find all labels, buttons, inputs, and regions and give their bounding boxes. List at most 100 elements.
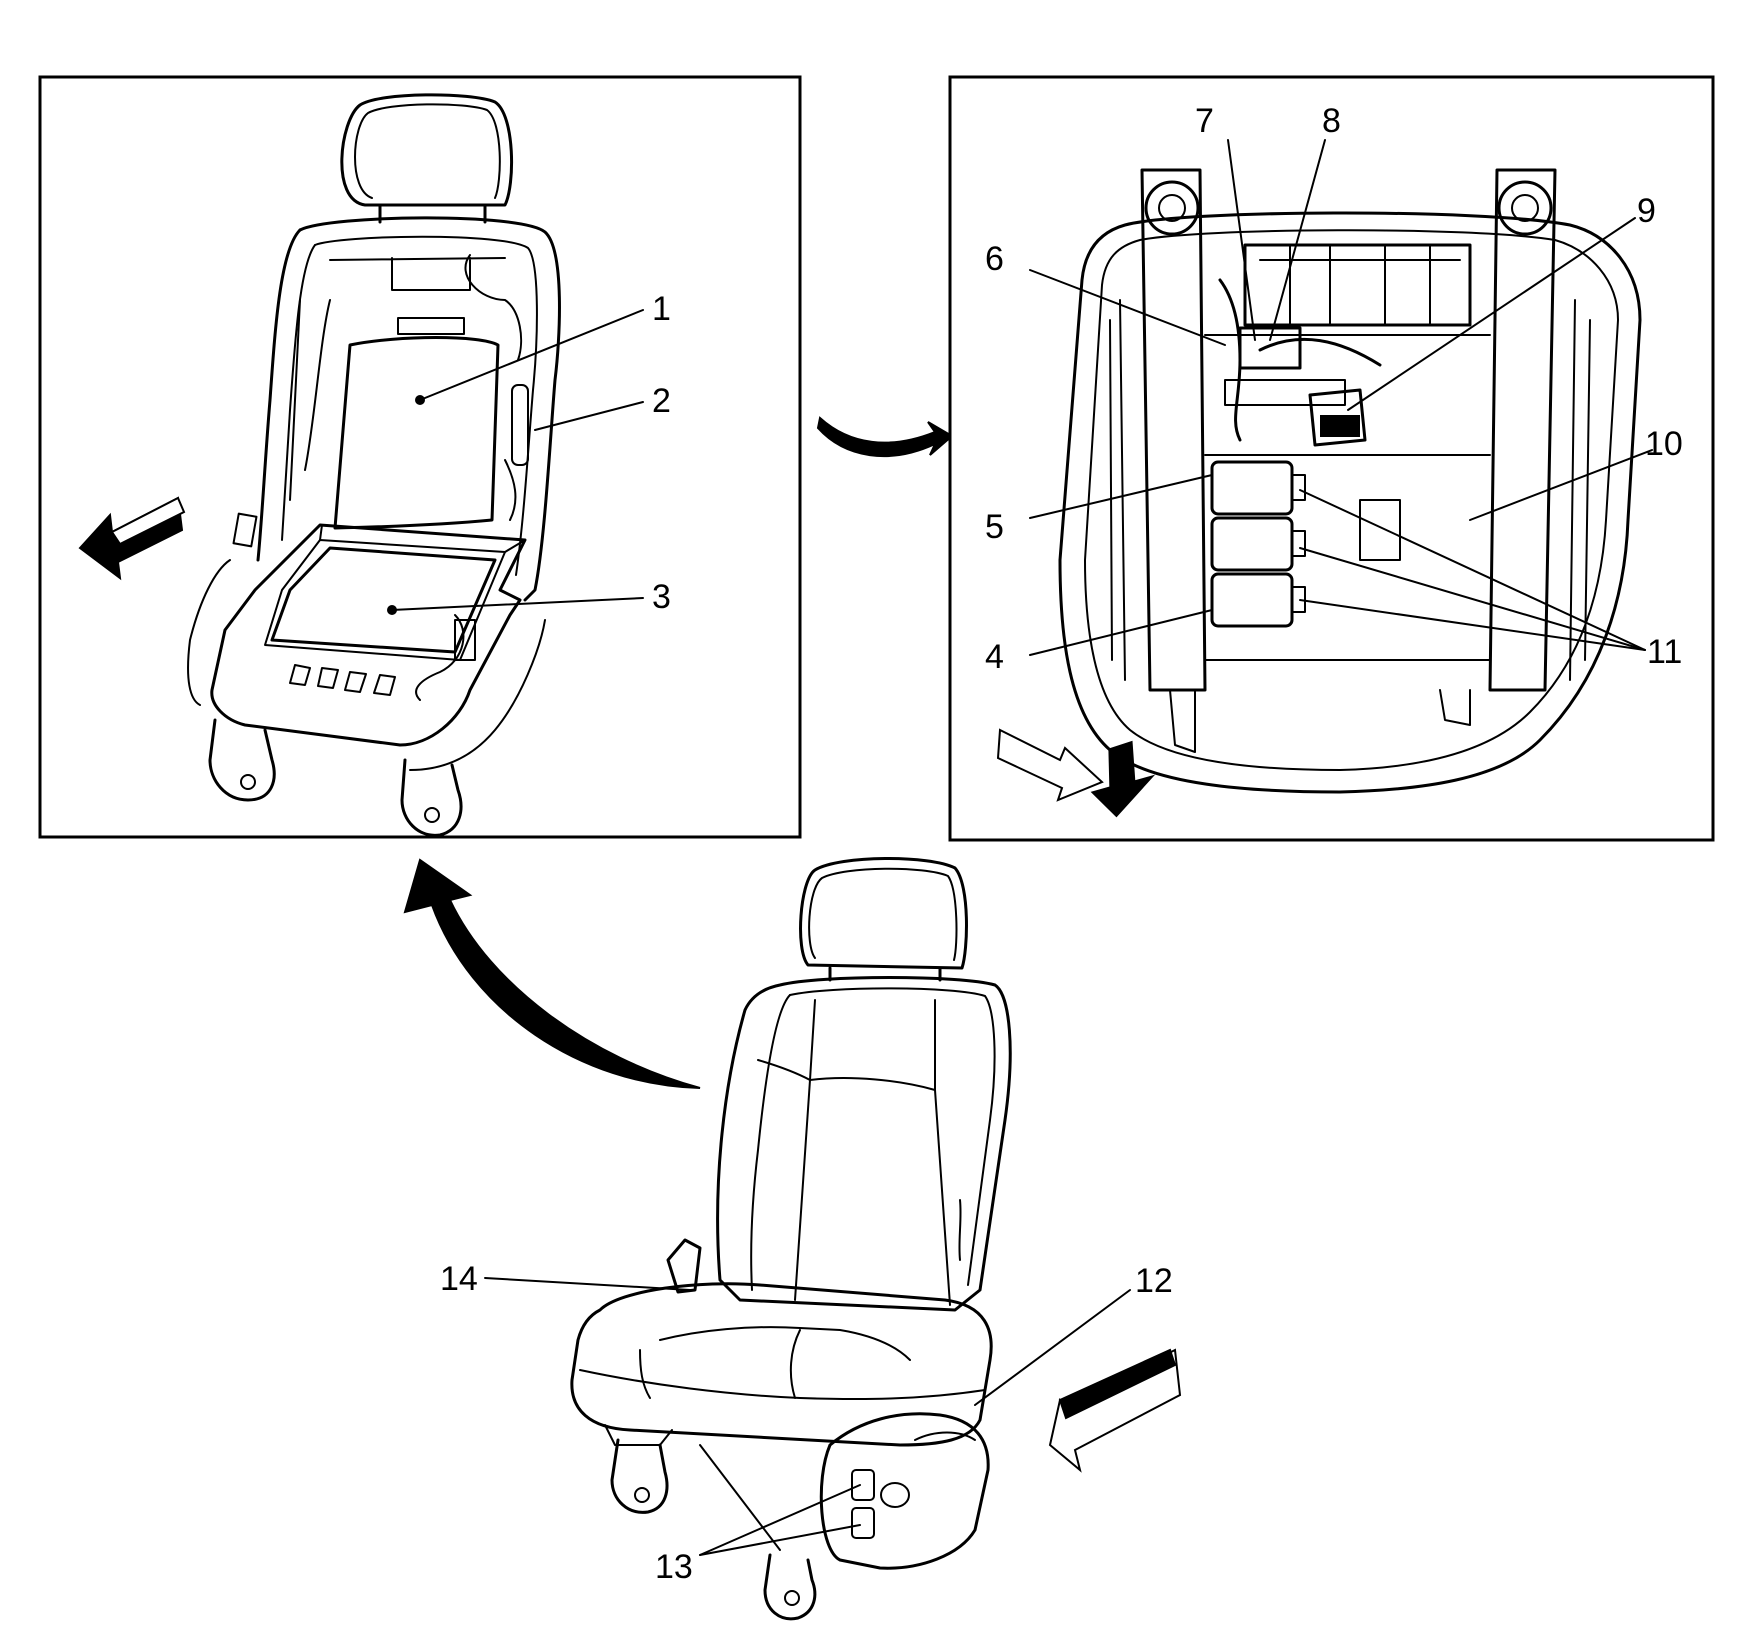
rear-leg: [400, 758, 463, 837]
motor-2: [1210, 516, 1294, 572]
seat-tracks: [1109, 299, 1591, 681]
back-frame-top-crossbar: [329, 257, 506, 291]
control-module: [1308, 388, 1367, 447]
cushion-inner-outline: [1084, 229, 1619, 771]
seatbelt-buckle: [232, 512, 258, 548]
frame-crossbars: [1204, 334, 1491, 661]
cushion-slots: [289, 664, 396, 696]
back-frame-outer-left: [256, 228, 302, 562]
motor-couplings: [1291, 474, 1306, 613]
cushion-front-seam: [579, 1369, 986, 1401]
back-frame-inner-left: [281, 244, 316, 541]
callout-14: 14: [440, 1260, 478, 1298]
callout-13: 13: [655, 1548, 693, 1586]
upper-bracket: [397, 317, 465, 335]
seat-back-pad: [333, 336, 500, 530]
seat-switch-knob: [880, 1482, 910, 1508]
leaders-right: [1029, 139, 1653, 656]
panel-seat-frame: 1 2 3: [38, 75, 802, 839]
forward-arrow-right-icon: [1090, 740, 1156, 818]
side-module: [511, 384, 529, 466]
callout-10: 10: [1645, 425, 1683, 463]
callout-9: 9: [1637, 192, 1656, 230]
seat-frame-drawing: [187, 93, 561, 837]
callout-8: 8: [1322, 102, 1341, 140]
seat-track-base: [604, 1424, 781, 1551]
forward-arrow-right-shape: [996, 728, 1104, 802]
back-wiring: [464, 254, 523, 361]
callout-arrow-large-icon: [403, 858, 701, 1089]
seatback-seams: [757, 1059, 936, 1091]
cushion-top-seam: [659, 1326, 911, 1361]
underside-drawing: [1058, 168, 1642, 794]
right-frame-rail: [1488, 168, 1557, 692]
back-frame-inner-right: [314, 235, 538, 576]
forward-arrow-bottom-icon: [1058, 1348, 1177, 1420]
callout-12: 12: [1135, 1262, 1173, 1300]
callout-7: 7: [1195, 102, 1214, 140]
cross-member-ribs: [1259, 244, 1461, 326]
panel-seat-underside: 7 8 9 6 10 5 4 11: [948, 75, 1715, 842]
seat-front-leg-hole: [634, 1487, 650, 1503]
seatback-inner-right: [789, 987, 996, 1286]
cushion-wiring: [415, 614, 465, 701]
cushion-frame-inner: [264, 539, 506, 661]
headrest-inner: [354, 103, 501, 199]
seatback-outline: [716, 976, 1012, 1312]
forward-arrow-bottom-shape: [1048, 1348, 1182, 1473]
front-brackets: [1169, 689, 1471, 753]
headrest-outline: [340, 93, 513, 207]
side-harness: [504, 459, 517, 521]
seat-headrest-inner: [808, 867, 958, 961]
seatback-inner-left: [750, 994, 791, 1291]
seat-rear-leg: [763, 1553, 817, 1621]
right-pivot: [1497, 180, 1553, 236]
panel-right-border: [948, 75, 1715, 842]
motor-1: [1210, 460, 1294, 516]
panel-left-border: [38, 75, 802, 839]
cushion-outline: [1058, 211, 1642, 794]
rear-cross-member: [1243, 243, 1472, 327]
callout-4: 4: [985, 638, 1004, 676]
callout-6: 6: [985, 240, 1004, 278]
seat-cushion-pad: [270, 546, 497, 654]
left-pivot: [1144, 180, 1200, 236]
leaders-bottom: [484, 1277, 1131, 1556]
center-bracket: [1359, 499, 1401, 561]
left-frame-rail: [1140, 168, 1207, 692]
callout-5: 5: [985, 508, 1004, 546]
back-left-rails: [289, 299, 331, 501]
callout-2: 2: [652, 382, 671, 420]
seat-cushion-outline: [570, 1282, 993, 1447]
callout-3: 3: [652, 578, 671, 616]
front-leg: [208, 718, 276, 802]
seat-switch-2: [851, 1507, 875, 1539]
left-pivot-inner: [1158, 194, 1186, 222]
complete-seat: 14 12 13: [440, 857, 1182, 1621]
seatback-panels: [794, 999, 951, 1306]
left-side-trim: [187, 559, 231, 706]
rear-leg-hole: [424, 807, 440, 823]
seat-rear-leg-hole: [784, 1590, 800, 1606]
seat-headrest: [799, 857, 968, 970]
transition-arrow-icon: [816, 416, 954, 458]
callout-1: 1: [652, 290, 671, 328]
motor-3: [1210, 572, 1294, 628]
leaders-left: [387, 309, 644, 615]
connector-block: [1238, 326, 1302, 370]
cushion-hinge: [319, 524, 526, 553]
seatback-side-seam: [958, 1199, 962, 1261]
cushion-frame-outer: [210, 523, 527, 747]
seat-switch-1: [851, 1469, 875, 1501]
front-leg-hole: [240, 774, 256, 790]
side-trim-panel: [819, 1412, 990, 1570]
right-pivot-inner: [1511, 194, 1539, 222]
forward-arrow-left-highlight: [110, 496, 186, 546]
recliner-lever: [914, 1431, 976, 1441]
cushion-bolster-seams: [639, 1329, 801, 1399]
cushion-connector: [454, 619, 476, 661]
control-module-plug: [1320, 415, 1360, 437]
callout-11: 11: [1647, 633, 1682, 671]
right-side-trim: [409, 619, 546, 771]
